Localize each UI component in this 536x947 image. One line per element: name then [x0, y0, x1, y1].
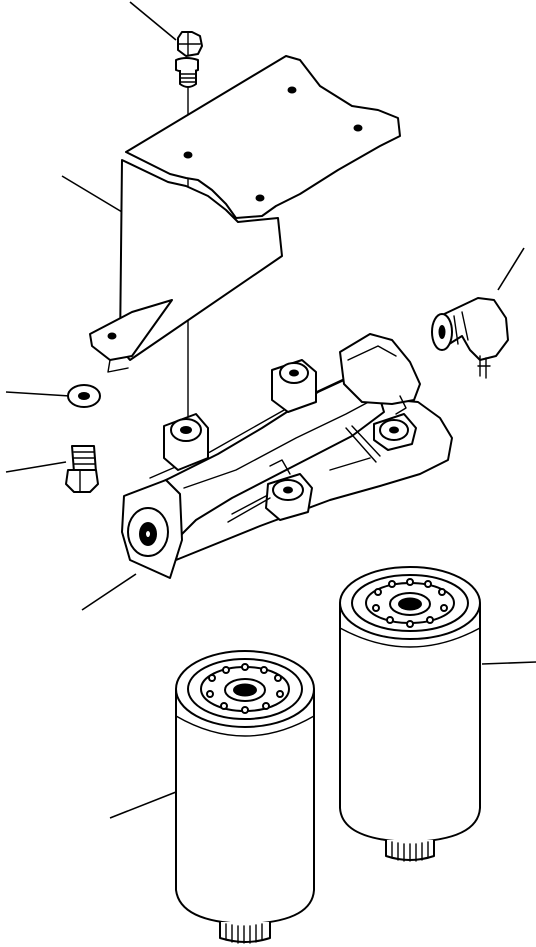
- leader-filter-head: [81, 573, 137, 611]
- callout-leaders: [5, 1, 536, 819]
- fuel-filter-right-icon: [339, 566, 481, 862]
- leader-filter-left: [109, 791, 177, 819]
- bolt-top-icon: [175, 31, 203, 88]
- bracket-hole-1: [287, 86, 297, 94]
- filter-head-icon: [121, 333, 453, 579]
- leader-bracket: [61, 175, 123, 213]
- leader-elbow: [497, 247, 525, 291]
- bolt-side-icon: [65, 445, 99, 493]
- filter-right-holes: [372, 578, 448, 628]
- filter-left-holes: [206, 663, 284, 714]
- fuel-filter-left-icon: [175, 650, 315, 944]
- leader-filter-right: [481, 661, 536, 665]
- elbow-fitting-icon: [431, 297, 509, 379]
- mounting-bracket-icon: [89, 55, 401, 373]
- leader-washer: [5, 391, 71, 397]
- leader-bolt-top: [129, 1, 177, 41]
- leader-bolt-side: [5, 461, 67, 473]
- washer-icon: [67, 384, 101, 408]
